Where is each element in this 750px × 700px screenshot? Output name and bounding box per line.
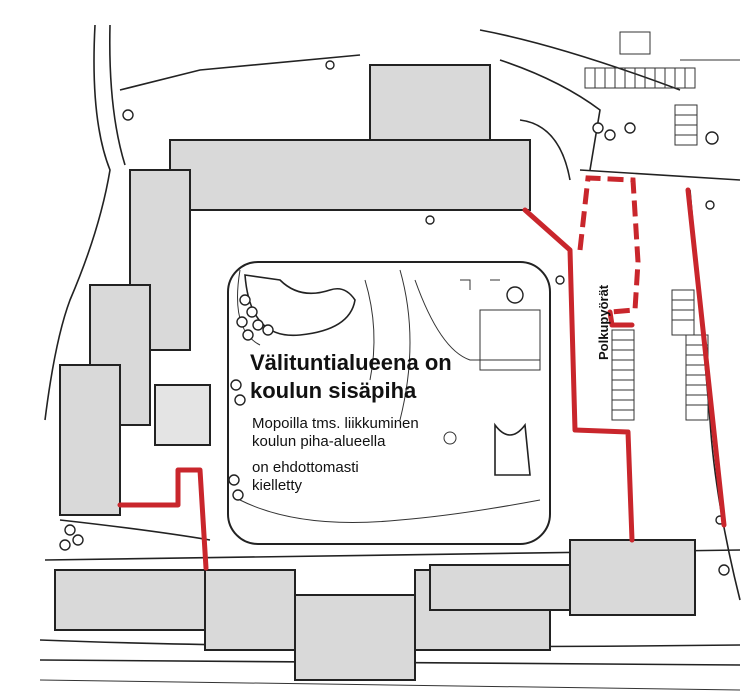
play-area — [479, 309, 541, 371]
courtyard-title-line1: Välituntialueena on — [250, 350, 452, 375]
boundary-east — [522, 207, 635, 543]
warning-line1: Mopoilla tms. liikkuminen — [252, 415, 419, 432]
warning-line2: koulun piha-alueella — [252, 433, 386, 450]
trees — [59, 60, 730, 576]
building-south-west — [54, 569, 206, 631]
building-south-4 — [429, 564, 571, 611]
building-west-annex — [154, 384, 211, 446]
boundary-road — [685, 187, 727, 528]
bike-area-dashed — [577, 175, 641, 315]
courtyard — [227, 261, 551, 545]
warning-line4: kielletty — [252, 477, 303, 494]
parking-stripes — [584, 31, 709, 421]
warning-line3: on ehdottomasti — [252, 459, 359, 476]
building-main-north — [169, 139, 531, 211]
basketball-court — [494, 422, 531, 476]
building-south-east — [569, 539, 696, 616]
well-symbol — [506, 286, 524, 304]
courtyard-boundary — [227, 261, 551, 545]
building-west-lower — [59, 364, 121, 516]
building-top — [369, 64, 491, 146]
boundary-west — [117, 467, 209, 571]
map-labels: Välituntialueena on koulun sisäpiha Mopo… — [250, 284, 611, 494]
courtyard-title-line2: koulun sisäpiha — [250, 378, 417, 403]
bicycles-label: Polkupyörät — [596, 284, 611, 360]
building-south-1 — [204, 569, 296, 651]
buildings — [54, 64, 696, 681]
building-south-2 — [294, 594, 416, 681]
red-boundaries — [117, 175, 727, 571]
